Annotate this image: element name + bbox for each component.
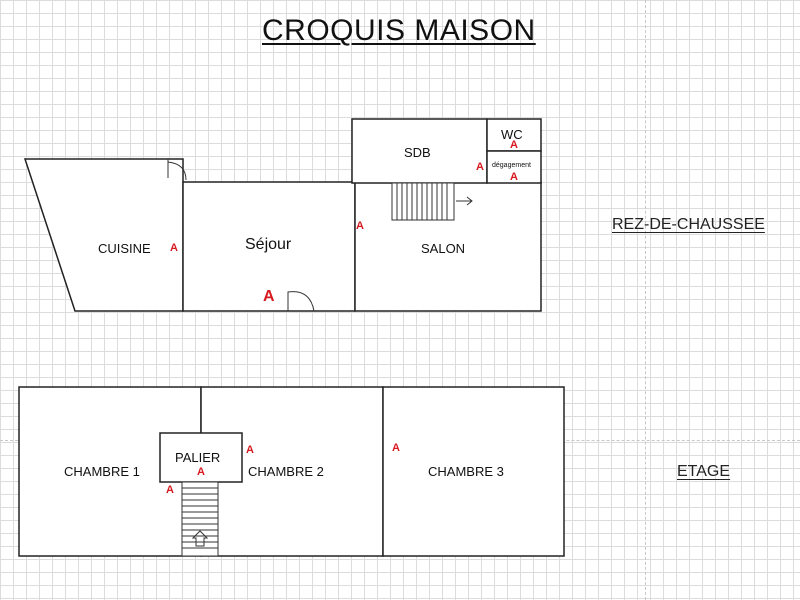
landing-room: [159, 432, 243, 483]
wc-room: [486, 118, 542, 152]
marker-a: A: [246, 444, 254, 456]
upper-stairs-icon: [181, 481, 219, 557]
kitchen-label: CUISINE: [98, 241, 151, 256]
page-title: CROQUIS MAISON: [262, 14, 536, 47]
bedroom-3: [382, 386, 565, 557]
bedroom-3-label: CHAMBRE 3: [428, 464, 504, 479]
guide-line: [645, 0, 646, 600]
marker-a: A: [166, 484, 174, 496]
marker-a: A: [263, 288, 275, 305]
marker-a: A: [356, 220, 364, 232]
lounge-label: SALON: [421, 241, 466, 256]
bedroom-1-label: CHAMBRE 1: [64, 464, 140, 479]
marker-a: A: [392, 442, 400, 454]
hallway-room: [486, 150, 542, 184]
ground-floor-label: REZ-DE-CHAUSSEE: [612, 216, 765, 233]
marker-a: A: [476, 161, 484, 173]
entrance-door-icon: [287, 291, 315, 312]
door-icons: [167, 159, 315, 312]
landing-label: PALIER: [175, 450, 221, 465]
kitchen-room: [23, 158, 184, 312]
living-room-label: Séjour: [245, 236, 292, 253]
marker-a: A: [510, 171, 518, 183]
marker-a: A: [510, 139, 518, 151]
ground-stairs-icon: [391, 182, 473, 221]
bedroom-2-label: CHAMBRE 2: [248, 464, 324, 479]
living-room: [182, 181, 356, 312]
upper-floor-label: ETAGE: [677, 463, 731, 480]
bathroom-label: SDB: [404, 145, 431, 160]
hallway-label: dégagement: [492, 162, 531, 169]
marker-a: A: [197, 466, 205, 478]
marker-a: A: [170, 242, 178, 254]
wc-label: WC: [501, 127, 523, 142]
kitchen-door-icon: [167, 159, 187, 181]
